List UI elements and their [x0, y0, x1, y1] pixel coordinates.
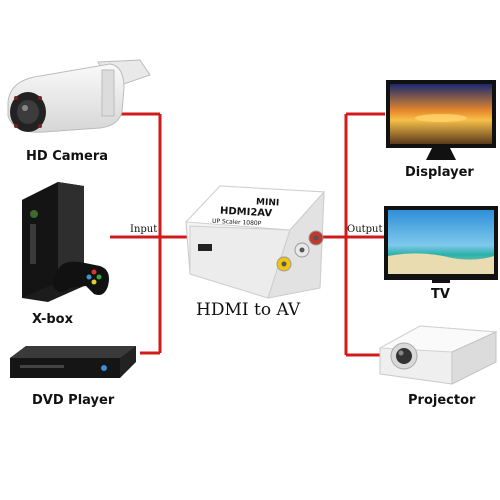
dvd-player-label: DVD Player	[32, 393, 115, 408]
converter-box-icon	[184, 185, 326, 299]
input-label: Input	[130, 224, 158, 235]
projector-label: Projector	[408, 393, 476, 408]
monitor-icon	[386, 80, 496, 160]
tv-label: TV	[431, 287, 450, 302]
security-camera-icon	[7, 59, 151, 133]
projector-icon	[378, 325, 498, 385]
dvd-player-icon	[10, 346, 136, 378]
diagram-title: HDMI to AV	[196, 300, 301, 320]
xbox-label: X-box	[32, 312, 73, 327]
input-connector-lines	[110, 112, 190, 355]
output-label: Output	[347, 224, 383, 235]
tv-icon	[384, 206, 498, 283]
game-console-icon	[22, 182, 109, 302]
output-connector-lines	[318, 112, 385, 357]
displayer-label: Displayer	[405, 165, 474, 180]
hd-camera-label: HD Camera	[26, 149, 109, 164]
